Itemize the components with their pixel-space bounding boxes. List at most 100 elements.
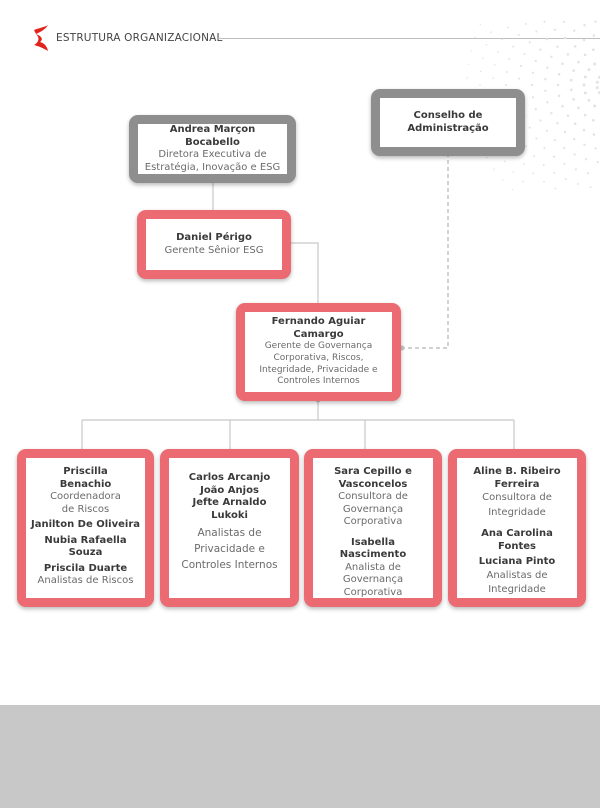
decorative-dot <box>533 155 536 158</box>
person-name: Luciana Pinto <box>478 556 556 567</box>
decorative-dot <box>553 28 556 31</box>
person-name: Carlos Arcanjo <box>188 472 271 483</box>
decorative-dot <box>492 77 495 80</box>
decorative-dot <box>493 168 496 170</box>
decorative-dot <box>563 162 566 165</box>
decorative-dot <box>542 164 545 167</box>
person-name: Jefte Arnaldo Lukoki <box>192 497 267 521</box>
decorative-dot <box>597 75 600 79</box>
decorative-dot <box>572 69 576 72</box>
decorative-dot <box>501 38 504 41</box>
person-name: Sara Cepillo e <box>334 466 412 477</box>
person-role: Consultora de <box>338 491 408 502</box>
decorative-dot <box>524 145 527 148</box>
decorative-dot <box>563 130 567 134</box>
decorative-dot <box>517 33 520 36</box>
person-name: Nubia Rafaella Souza <box>44 534 127 559</box>
person-role: Governança <box>342 503 404 515</box>
person-name: Andrea Marçon Bocabello <box>169 124 256 148</box>
decorative-dot <box>583 24 586 27</box>
decorative-dot <box>485 44 488 46</box>
decorative-dot <box>543 147 546 150</box>
person-role: Integridade <box>488 584 546 595</box>
decorative-dot <box>546 101 549 104</box>
decorative-dot <box>556 83 560 87</box>
person-role: Analista de <box>345 561 401 573</box>
decorative-dot <box>466 77 468 79</box>
decorative-dot <box>587 68 591 72</box>
person-role: Gerente de Governança <box>264 341 373 352</box>
decorative-dot <box>543 180 545 183</box>
decorative-dot <box>592 48 595 52</box>
decorative-dot <box>561 104 564 108</box>
decorative-dot <box>563 20 566 24</box>
decorative-dot <box>584 158 588 161</box>
decorative-dot <box>511 188 514 190</box>
decorative-dot <box>564 178 567 181</box>
decorative-dot <box>482 57 484 59</box>
person-role: Diretora Executiva de <box>158 149 267 160</box>
person-name: Vasconcelos <box>338 478 408 490</box>
decorative-dot <box>583 53 587 57</box>
decorative-dot <box>556 45 559 48</box>
decorative-dot <box>544 78 547 81</box>
decorative-dot <box>594 147 597 150</box>
header-divider <box>218 38 600 39</box>
page-title: ESTRUTURA ORGANIZACIONAL <box>56 32 223 44</box>
decorative-dot <box>496 51 499 53</box>
decorative-dot <box>583 75 587 79</box>
person-role: Analistas de <box>486 569 548 581</box>
decorative-dot <box>543 20 546 23</box>
decorative-dot <box>479 84 481 86</box>
decorative-dot <box>474 36 476 39</box>
person-name: Isabella Nascimento <box>339 536 407 561</box>
decorative-dot <box>583 113 587 117</box>
person-role: Gerente Sênior ESG <box>164 244 264 256</box>
node-andrea-bocabello: Andrea Marçon Bocabello Diretora Executi… <box>129 115 296 183</box>
person-name: Priscilla <box>63 466 108 477</box>
page-header: ESTRUTURA ORGANIZACIONAL <box>32 24 600 54</box>
decorative-dot <box>535 30 538 33</box>
person-role: Privacidade e <box>194 542 265 555</box>
person-name: Benachio <box>59 478 112 490</box>
decorative-dot <box>594 20 597 23</box>
decorative-dot <box>592 133 596 136</box>
person-role: Estratégia, Inovação e ESG <box>144 161 281 173</box>
decorative-dot <box>583 143 586 146</box>
decorative-dot <box>522 163 525 165</box>
person-name: Janilton De Oliveira <box>30 519 141 530</box>
decorative-dot <box>569 78 573 82</box>
person-role: Coordenadora <box>50 491 121 502</box>
decorative-dot <box>485 156 488 159</box>
decorative-dot <box>479 23 482 26</box>
decorative-dot <box>493 64 496 66</box>
decorative-dot <box>557 94 561 98</box>
decorative-dot <box>470 50 472 52</box>
decorative-dot <box>573 122 577 125</box>
decorative-dot <box>505 84 507 86</box>
person-role: Analistas de Riscos <box>37 575 134 586</box>
decorative-dot <box>545 38 549 41</box>
node-label: Conselho de <box>413 110 483 121</box>
decorative-dot <box>563 146 566 150</box>
decorative-dot <box>512 171 515 173</box>
decorative-dot <box>587 98 591 102</box>
decorative-dot <box>535 137 538 140</box>
person-role: Corporativa, Riscos, <box>273 352 364 363</box>
decorative-dot <box>504 160 506 163</box>
node-team-privacidade: Carlos Arcanjo João Anjos Jefte Arnaldo … <box>160 449 299 607</box>
person-name: João Anjos <box>200 484 259 496</box>
decorative-dot <box>595 86 599 90</box>
node-team-governanca: Sara Cepillo e Vasconcelos Consultora de… <box>304 449 442 607</box>
decorative-dot <box>544 89 547 93</box>
decorative-dot <box>553 171 556 174</box>
decorative-dot <box>595 80 599 84</box>
person-role: de Riscos <box>61 503 110 515</box>
decorative-dot <box>592 118 595 122</box>
decorative-dot <box>539 48 542 51</box>
decorative-dot <box>582 128 586 132</box>
decorative-dot <box>557 72 561 76</box>
decorative-dot <box>550 55 553 58</box>
decorative-dot <box>589 186 592 189</box>
decorative-dot <box>592 34 596 37</box>
